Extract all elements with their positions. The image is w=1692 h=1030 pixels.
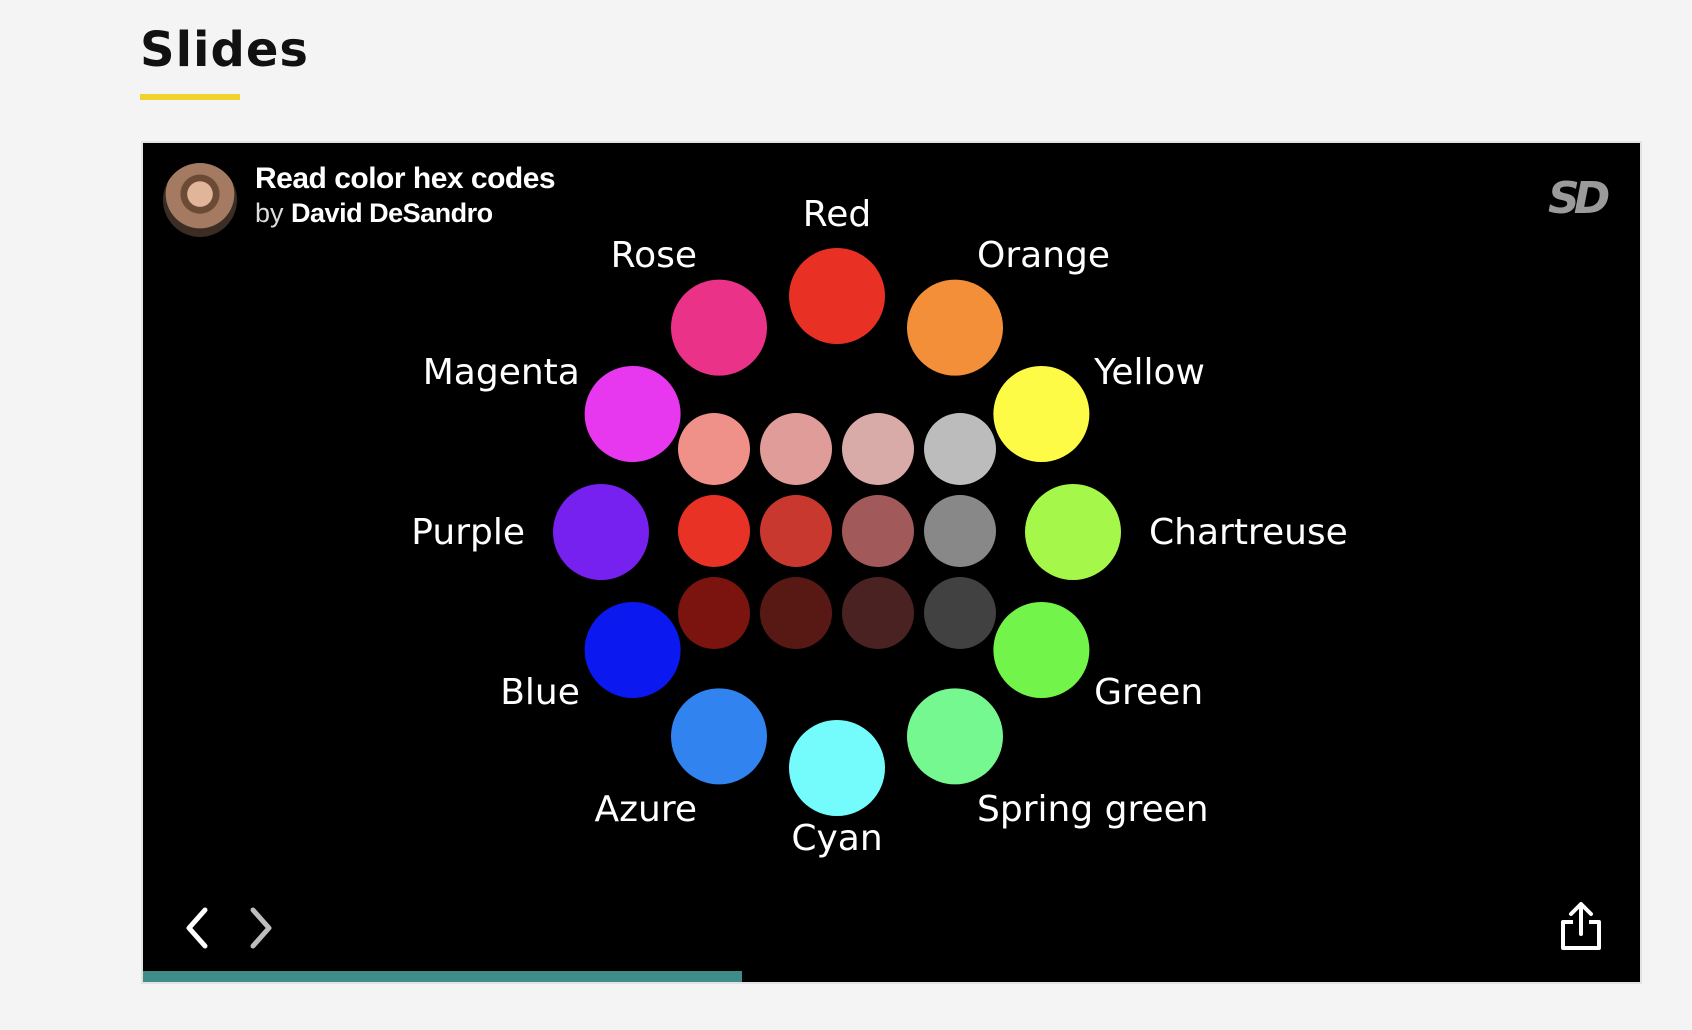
deck-author: by David DeSandro — [255, 198, 493, 229]
chevron-left-icon — [186, 907, 208, 949]
swatch-r1-c1 — [678, 413, 750, 485]
swatch-r2-c3 — [842, 495, 914, 567]
slides-logo-icon[interactable]: SD — [1548, 173, 1610, 224]
swatch-r3-c1 — [678, 577, 750, 649]
color-label-orange: Orange — [977, 235, 1110, 276]
author-avatar[interactable] — [163, 163, 237, 237]
swatch-r2-c4 — [924, 495, 996, 567]
author-name[interactable]: David DeSandro — [291, 198, 493, 228]
color-dot-magenta — [584, 366, 681, 462]
swatch-r1-c2 — [760, 413, 832, 485]
swatch-r3-c4 — [924, 577, 996, 649]
color-label-chartreuse: Chartreuse — [1149, 512, 1348, 553]
share-icon — [1561, 902, 1601, 950]
color-label-green: Green — [1094, 672, 1203, 713]
color-label-yellow: Yellow — [1093, 352, 1205, 393]
color-label-rose: Rose — [611, 235, 697, 276]
section-title: Slides — [140, 22, 309, 78]
color-dot-rose — [671, 279, 767, 376]
previous-slide-button[interactable] — [173, 898, 223, 958]
color-label-azure: Azure — [595, 789, 698, 830]
color-dot-spring-green — [907, 688, 1003, 785]
deck-title[interactable]: Read color hex codes — [255, 162, 556, 195]
swatch-r3-c2 — [760, 577, 832, 649]
color-label-spring-green: Spring green — [977, 789, 1209, 830]
slides-embed[interactable]: Read color hex codes by David DeSandro S… — [141, 141, 1642, 984]
color-dot-azure — [671, 688, 767, 785]
progress-bar[interactable] — [143, 971, 1640, 982]
chevron-right-icon — [250, 907, 272, 949]
color-label-purple: Purple — [411, 512, 525, 553]
next-slide-button[interactable] — [235, 898, 285, 958]
swatch-r2-c1 — [678, 495, 750, 567]
color-label-red: Red — [803, 194, 871, 235]
color-dot-orange — [907, 279, 1003, 376]
color-dot-red — [789, 248, 885, 344]
color-label-magenta: Magenta — [423, 352, 580, 393]
swatch-r1-c4 — [924, 413, 996, 485]
swatch-r1-c3 — [842, 413, 914, 485]
color-dot-purple — [553, 484, 649, 580]
color-dot-green — [993, 602, 1090, 698]
title-underline — [140, 94, 240, 100]
color-dot-chartreuse — [1025, 484, 1121, 580]
color-dot-cyan — [789, 720, 885, 816]
color-dot-blue — [584, 602, 681, 698]
by-label: by — [255, 198, 284, 228]
share-button[interactable] — [1551, 893, 1611, 959]
swatch-r3-c3 — [842, 577, 914, 649]
color-dot-yellow — [993, 366, 1090, 462]
progress-fill — [143, 971, 742, 982]
color-label-cyan: Cyan — [791, 818, 882, 859]
swatch-r2-c2 — [760, 495, 832, 567]
color-label-blue: Blue — [500, 672, 580, 713]
